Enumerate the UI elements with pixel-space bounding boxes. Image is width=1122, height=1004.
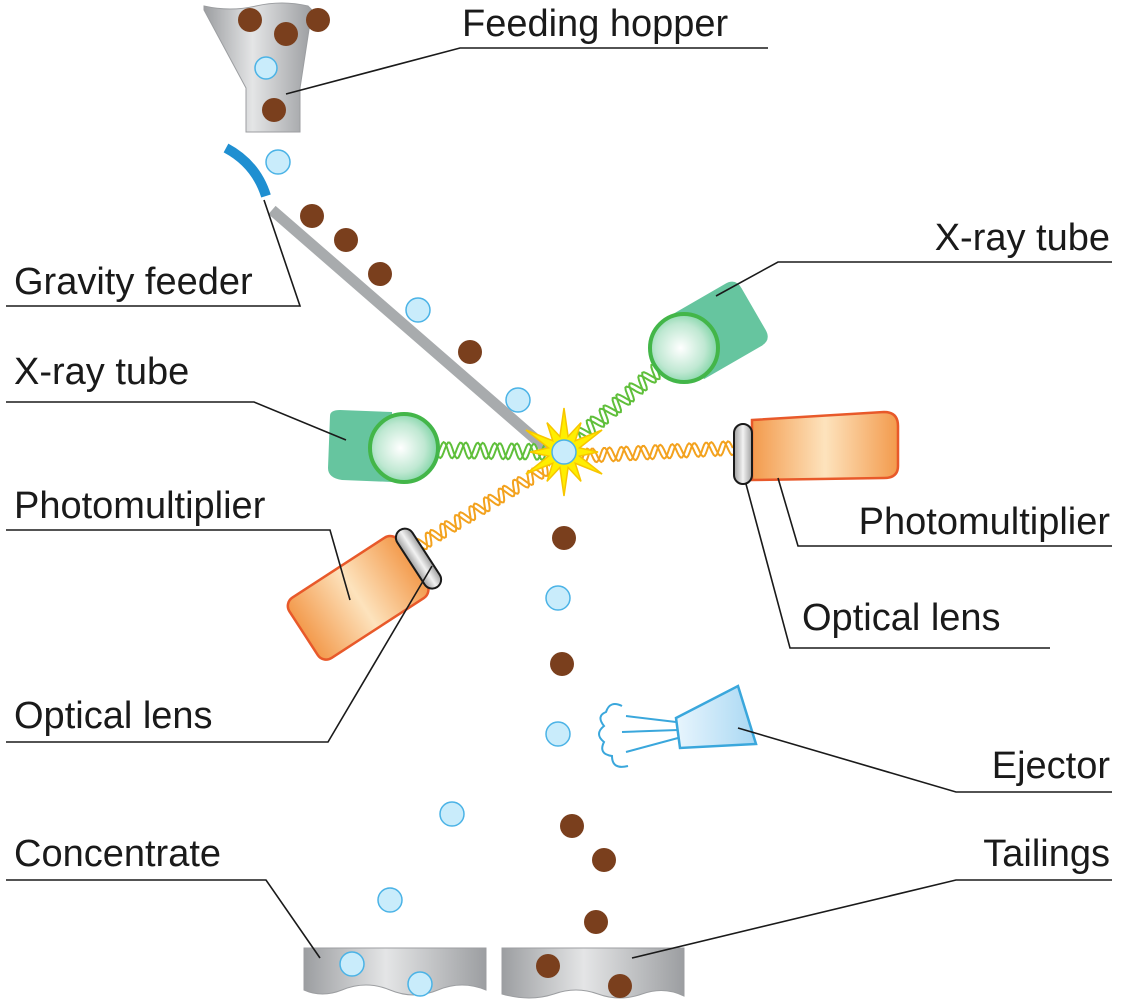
concentrate-bin <box>303 947 487 997</box>
label-feeding-hopper: Feeding hopper <box>462 3 729 45</box>
tailings-bin <box>501 947 685 999</box>
ore-particle <box>552 526 576 550</box>
mineral-particle <box>407 971 433 997</box>
mineral-particle <box>265 149 291 175</box>
optical-lens-left-shape <box>394 527 443 590</box>
mineral-particle <box>545 585 571 611</box>
fluorescence-wave-right <box>579 440 734 464</box>
ore-particle <box>262 98 286 122</box>
mineral-particle <box>339 951 365 977</box>
fluorescence-wave-right <box>579 440 734 464</box>
photomultiplier-left <box>286 527 443 661</box>
radiation-waves <box>415 362 734 551</box>
mineral-particle <box>439 801 465 827</box>
ore-particle <box>368 262 392 286</box>
label-gravity-feeder: Gravity feeder <box>14 261 253 303</box>
mineral-particle <box>551 439 577 465</box>
mineral-particle <box>254 56 278 80</box>
excitation-flash <box>525 407 603 497</box>
mineral-particle <box>505 387 531 413</box>
label-xray-tube-right: X-ray tube <box>935 217 1110 259</box>
mineral-particle <box>405 297 431 323</box>
label-photomultiplier-left: Photomultiplier <box>14 485 266 527</box>
ore-particle <box>536 954 560 978</box>
feeder-guide <box>223 143 271 198</box>
ore-particle <box>238 8 262 32</box>
ore-particle <box>592 848 616 872</box>
label-photomultiplier-right: Photomultiplier <box>859 501 1111 543</box>
xray-wave-left <box>435 440 547 461</box>
fluorescence-wave-left <box>418 461 551 551</box>
air-jet <box>598 703 629 768</box>
gravity-feeder <box>223 143 552 455</box>
ore-particle <box>608 974 632 998</box>
ore-particle <box>584 910 608 934</box>
xray-tube-right <box>648 281 768 384</box>
ore-particle <box>458 340 482 364</box>
fluorescence-wave-left <box>415 460 549 548</box>
feed-particles <box>265 149 531 413</box>
leader-lines <box>6 47 1112 959</box>
ejector <box>598 684 758 768</box>
falling-particles <box>377 526 616 934</box>
ore-particle <box>306 8 330 32</box>
mineral-particle <box>545 721 571 747</box>
xray-tube-left <box>328 410 440 484</box>
label-ejector: Ejector <box>992 745 1111 787</box>
photomultiplier-right <box>733 410 900 485</box>
label-optical-lens-right: Optical lens <box>802 597 1001 639</box>
feeding-hopper <box>203 2 330 133</box>
mineral-particle <box>377 887 403 913</box>
optical-lens-right-shape <box>733 423 753 485</box>
feeder-chute <box>268 205 552 455</box>
label-xray-tube-left: X-ray tube <box>14 351 189 393</box>
ore-particle <box>274 22 298 46</box>
label-tailings: Tailings <box>983 833 1110 875</box>
label-concentrate: Concentrate <box>14 833 221 875</box>
ore-particle <box>550 652 574 676</box>
xray-wave-right <box>576 362 661 446</box>
ore-particle <box>334 228 358 252</box>
ore-particle <box>300 204 324 228</box>
ore-particle <box>560 814 584 838</box>
label-optical-lens-left: Optical lens <box>14 695 213 737</box>
